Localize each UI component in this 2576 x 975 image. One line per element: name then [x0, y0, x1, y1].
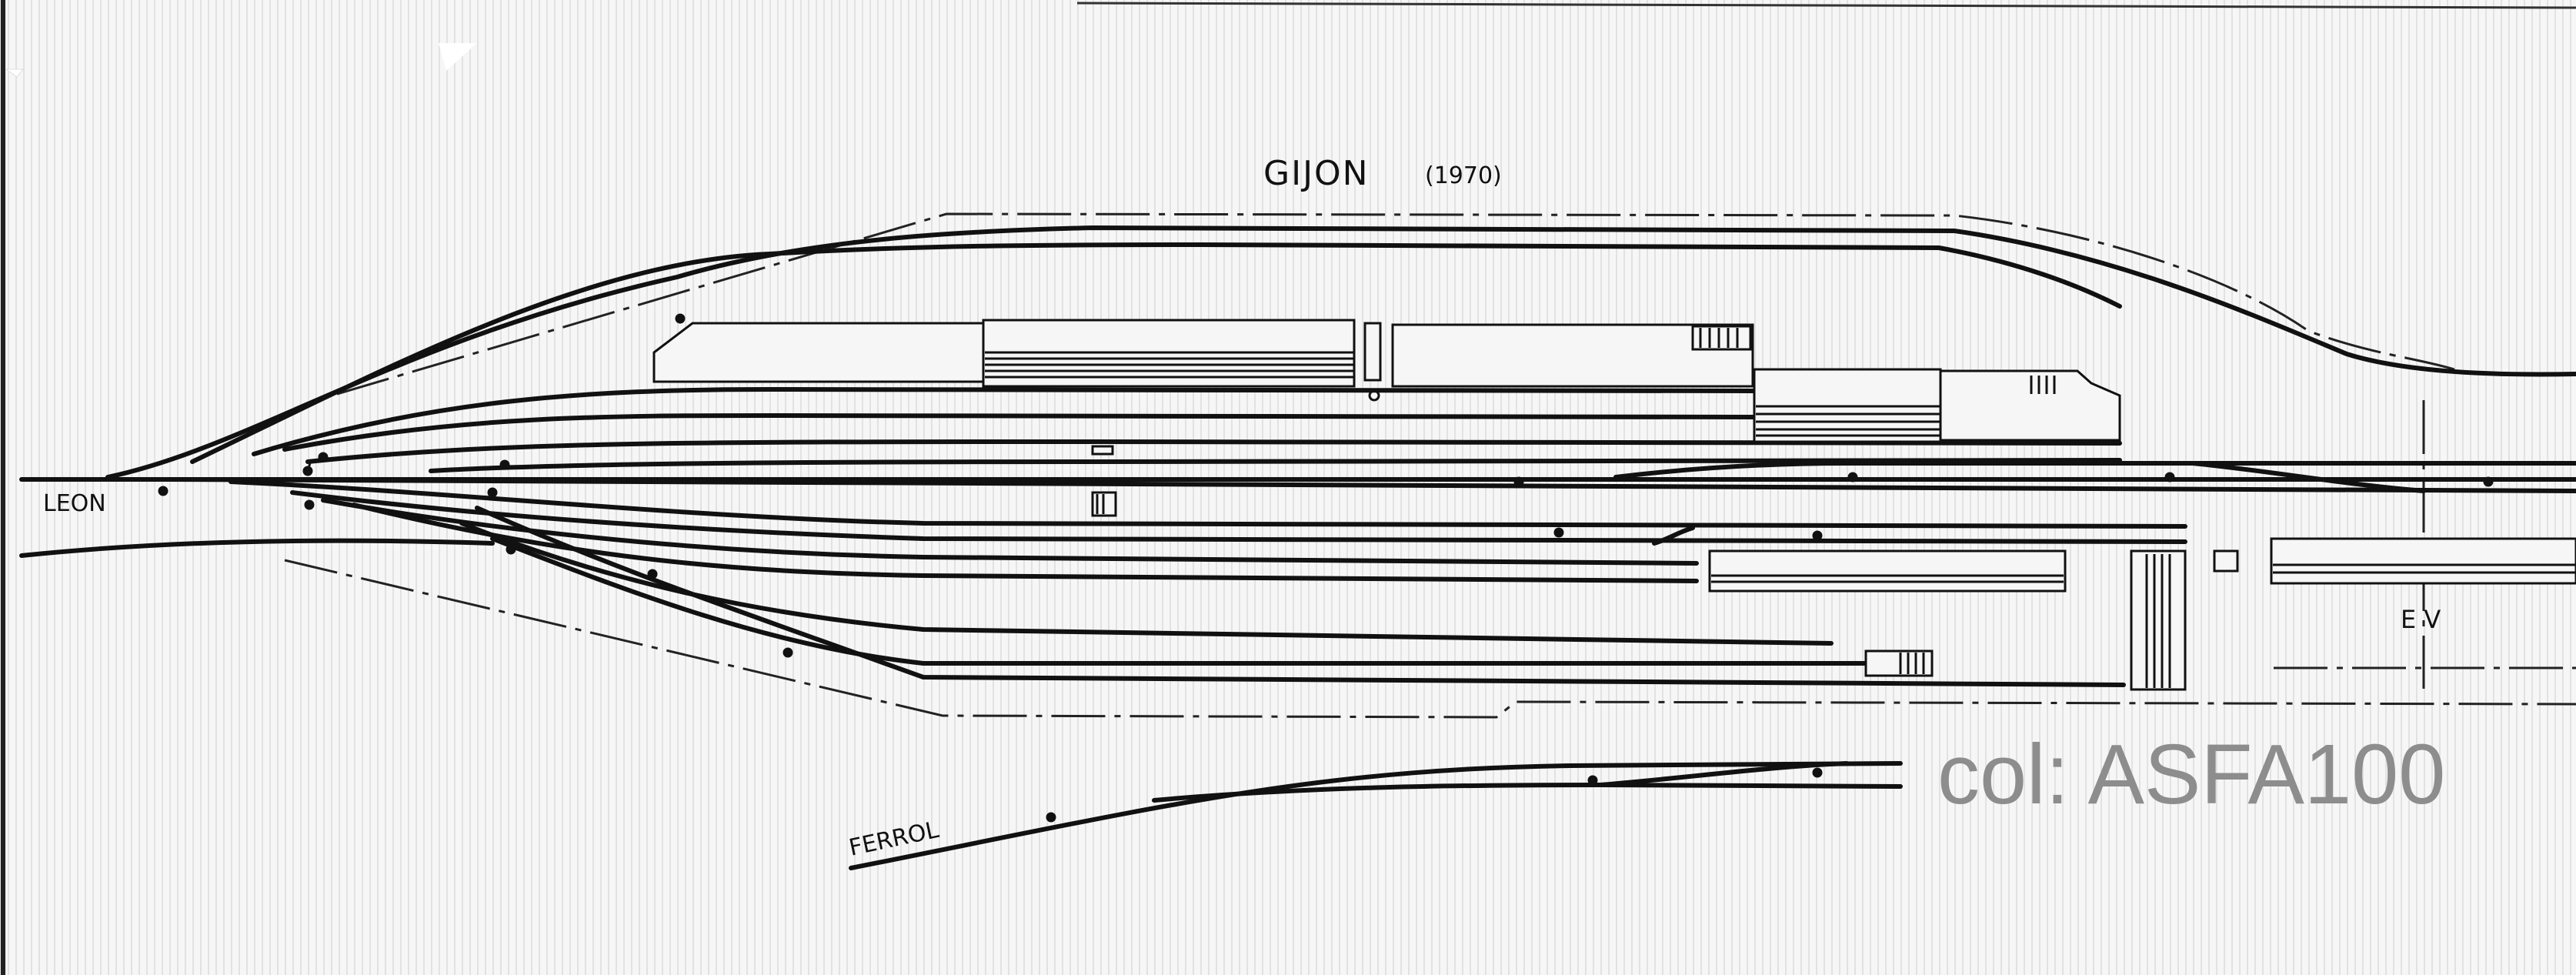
- building-small-block: [1363, 322, 1382, 382]
- label-ev: E V: [2401, 605, 2441, 634]
- buffer-block: [2130, 549, 2187, 691]
- shed-lower-right: [1864, 649, 1934, 677]
- year-label: (1970): [1425, 162, 1502, 189]
- signals: [158, 313, 2494, 823]
- building-goods-shed: [652, 322, 985, 383]
- building-platform-lower: [1708, 549, 2067, 593]
- tracks: [19, 225, 2576, 870]
- building-depot-annex: [1939, 369, 2121, 442]
- corner-mark-top: [439, 43, 477, 71]
- label-leon: LEON: [43, 490, 106, 517]
- shed-small-2: [1091, 445, 1114, 456]
- watermark-credit: col: ASFA100: [1937, 727, 2445, 822]
- corner-mark-left: [5, 68, 25, 78]
- top-border-line: [1076, 2, 2576, 9]
- buildings: [652, 319, 2576, 691]
- station-title: GIJON: [1263, 154, 1370, 193]
- building-ev: [2270, 537, 2576, 585]
- small-hut: [2213, 549, 2239, 573]
- main-line-lower: [19, 538, 495, 558]
